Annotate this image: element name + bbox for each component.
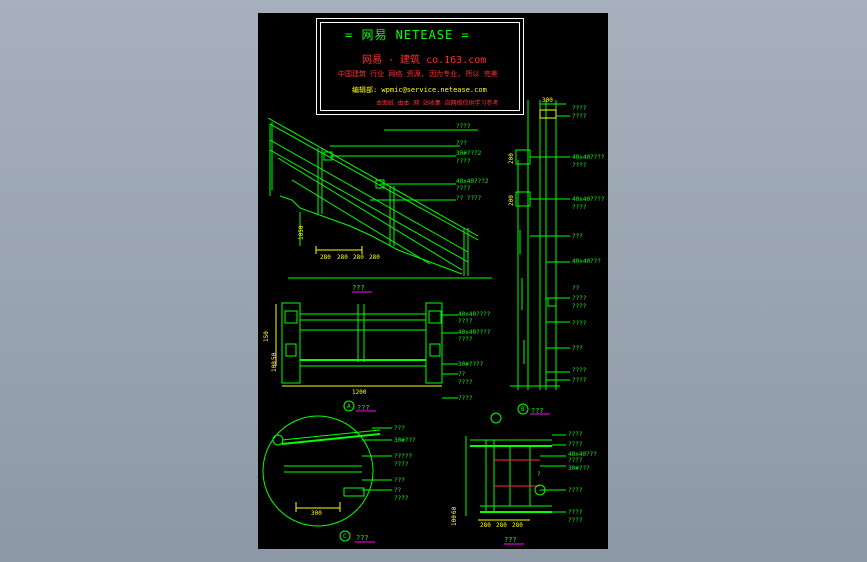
bottom-right-note-1: ???? (568, 431, 583, 438)
section-note-1: ???? (572, 105, 587, 112)
bottom-right-detail (465, 412, 566, 521)
stair-dim-3: 280 (353, 254, 364, 261)
round-note-6: ?? (394, 487, 402, 494)
plan-note-3: 40x40???? (458, 329, 491, 336)
bottom-right-note-5: 30#??? (568, 465, 590, 472)
section-note-7: ??? (572, 233, 583, 240)
title-block-line-2: 编辑部: wpmic@service.netease.com (352, 86, 487, 94)
plan-detail (275, 302, 458, 412)
bottom-right-note-4: ???? (568, 457, 583, 464)
section-side-dim-2: 200 (508, 195, 515, 206)
plan-note-8: ???? (458, 395, 473, 402)
plan-detail-marker: A (347, 403, 351, 410)
stair-dim-2: 280 (337, 254, 348, 261)
section-note-8: 40x40??? (572, 258, 601, 265)
section-note-14: ???? (572, 367, 587, 374)
vertical-section (510, 100, 570, 415)
section-note-5: 40x40???? (572, 196, 605, 203)
bottom-right-note-8: ???? (568, 517, 583, 524)
bottom-right-label: ??? (504, 536, 517, 544)
plan-note-4: ???? (458, 336, 473, 343)
section-note-6: ???? (572, 204, 587, 211)
title-block-frame (316, 18, 524, 115)
section-note-9: ?? (572, 285, 580, 292)
round-detail-label: ??? (356, 534, 369, 542)
round-note-7: ???? (394, 495, 409, 502)
stair-note-2: ??? (456, 140, 467, 147)
bottom-right-dim-1: 280 (480, 522, 491, 529)
plan-left-dim-1: 150 (263, 331, 270, 342)
round-note-4: ???? (394, 461, 409, 468)
plan-note-7: ???? (458, 379, 473, 386)
title-block-title: = 网易 NETEASE = (345, 28, 470, 42)
title-block-line-3: 本图纸 由本 网 站收集 自网络仅供学习参考 (376, 100, 499, 107)
bottom-right-note-3: 40x40??? (568, 451, 597, 458)
section-note-2: ???? (572, 113, 587, 120)
round-note-5: ??? (394, 477, 405, 484)
plan-note-1: 40x40???? (458, 311, 491, 318)
title-block-inner-frame (320, 22, 520, 111)
section-note-15: ???? (572, 377, 587, 384)
plan-left-dim-3: 100 (271, 361, 278, 372)
bottom-right-dim-3: 280 (512, 522, 523, 529)
plan-note-2: ???? (458, 318, 473, 325)
section-marker: B (521, 406, 525, 413)
stair-note-5: 40x40???2 (456, 178, 489, 185)
stair-dim-left: 1050 (298, 225, 305, 240)
stair-dim-1: 280 (320, 254, 331, 261)
stair-note-1: ???? (456, 123, 471, 130)
bottom-right-note-7: ???? (568, 509, 583, 516)
title-block-line-1: 中国建筑 行业 网络 资源, 因为专业, 所以 完美 (338, 70, 498, 78)
plan-note-5: 30#???? (458, 361, 484, 368)
bottom-right-left-dim-1: 60 (451, 506, 458, 514)
round-note-1: ??? (394, 425, 405, 432)
bottom-right-note-6: ???? (568, 487, 583, 494)
stair-dim-4: 280 (369, 254, 380, 261)
round-detail (262, 415, 392, 542)
stair-elevation (267, 117, 492, 279)
plan-left-dim-2: 50 (271, 352, 278, 360)
stair-elevation-label: ??? (352, 284, 365, 292)
section-note-12: ???? (572, 320, 587, 327)
bottom-right-note-2: ???? (568, 441, 583, 448)
stair-note-4: ???? (456, 158, 471, 165)
section-note-10: ???? (572, 295, 587, 302)
title-block-subtitle: 网易 · 建筑 co.163.com (362, 55, 487, 66)
section-label: ??? (531, 407, 544, 415)
plan-width-dim: 1200 (352, 389, 367, 396)
stair-note-3: 30#???2 (456, 150, 482, 157)
section-note-4: ???? (572, 162, 587, 169)
plan-detail-label: ??? (357, 404, 370, 412)
section-top-dim: 300 (542, 97, 553, 104)
bottom-right-note-9: ? (537, 471, 541, 478)
section-note-11: ???? (572, 303, 587, 310)
round-note-2: 30#??? (394, 437, 416, 444)
section-note-3: 40x40???? (572, 154, 605, 161)
round-detail-marker: C (343, 533, 347, 540)
round-note-3: ????? (394, 453, 412, 460)
round-detail-dim: 300 (311, 510, 322, 517)
bottom-right-dim-2: 280 (496, 522, 507, 529)
stair-note-6: ???? (456, 185, 471, 192)
stair-note-7: ?? ???? (456, 195, 482, 202)
bottom-right-left-dim-2: 100 (451, 515, 458, 526)
plan-note-6: ?? (458, 371, 466, 378)
section-side-dim-1: 200 (508, 153, 515, 164)
section-note-13: ??? (572, 345, 583, 352)
